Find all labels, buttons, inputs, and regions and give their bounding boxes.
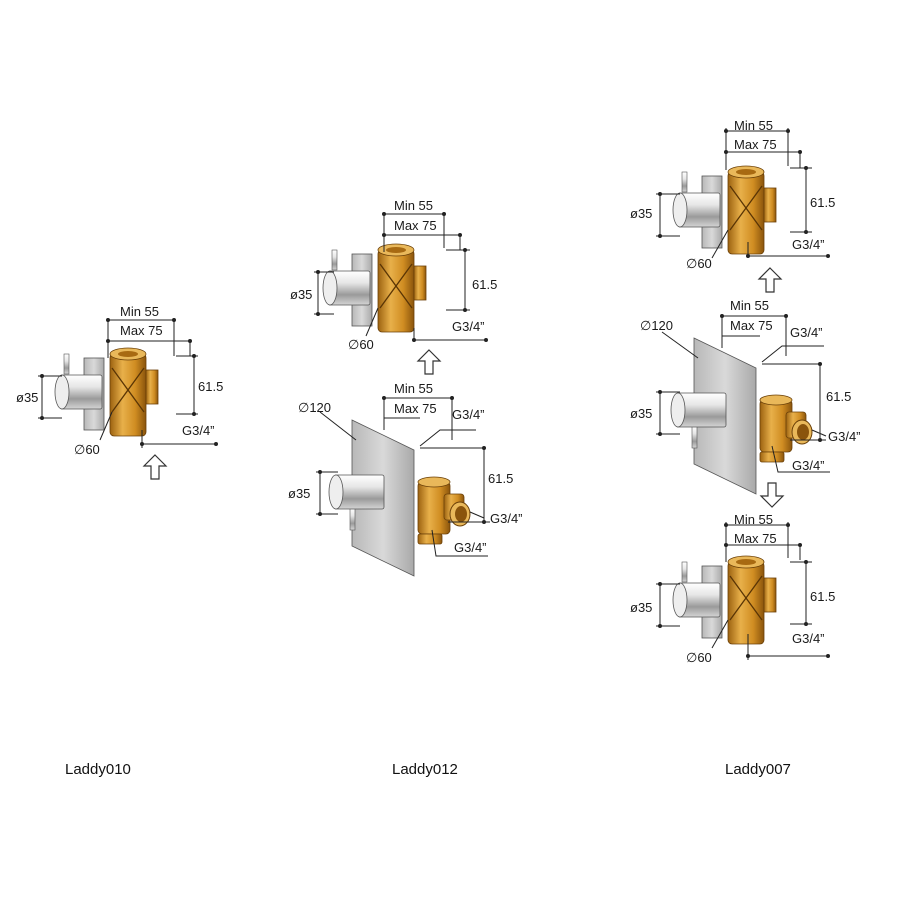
laddy012-bottom-min-label: Min 55 [394, 381, 433, 396]
laddy012-diagram: Min 55 Max 75 61.5 ø35 ∅60 G3/4” Min 55 … [288, 198, 523, 577]
laddy012-top-max-label: Max 75 [394, 218, 437, 233]
laddy010-valve [54, 347, 159, 437]
caption-laddy007: Laddy007 [725, 761, 791, 778]
laddy007-top-min-label: Min 55 [734, 118, 773, 133]
laddy007-bottom-knob-dia-label: ø35 [630, 600, 652, 615]
laddy010-knob-dia-label: ø35 [16, 390, 38, 405]
laddy012-top-min-label: Min 55 [394, 198, 433, 213]
caption-laddy010: Laddy010 [65, 761, 131, 778]
laddy007-top-max-label: Max 75 [734, 137, 777, 152]
laddy007-diagram: Min 55 Max 75 61.5 ø35 ∅60 G3/4” Min 55 … [630, 118, 861, 665]
laddy007-arrow-up [758, 267, 782, 293]
laddy012-bottom-thread-bottom-label: G3/4” [454, 540, 487, 555]
laddy010-thread-label: G3/4” [182, 423, 215, 438]
laddy012-top-thread-label: G3/4” [452, 319, 485, 334]
laddy007-bottom-thread-label: G3/4” [792, 631, 825, 646]
laddy007-bottom-max-label: Max 75 [734, 531, 777, 546]
laddy012-bottom-height-label: 61.5 [488, 471, 513, 486]
laddy007-top-thread-label: G3/4” [792, 237, 825, 252]
laddy007-mid-knob-dia-label: ø35 [630, 406, 652, 421]
laddy012-bottom-knob-dia-label: ø35 [288, 486, 310, 501]
laddy012-top-rosette-label: ∅60 [348, 337, 374, 352]
laddy012-arrow [417, 349, 441, 375]
laddy010-diagram: Min 55 Max 75 61.5 ø35 ∅60 G3/4” [16, 304, 223, 480]
laddy007-valve-bottom [672, 555, 777, 645]
laddy007-top-rosette-label: ∅60 [686, 256, 712, 271]
laddy007-mid-thread-top-label: G3/4” [790, 325, 823, 340]
laddy010-arrow [143, 454, 167, 480]
laddy010-rosette-label: ∅60 [74, 442, 100, 457]
laddy012-bottom-max-label: Max 75 [394, 401, 437, 416]
laddy007-bottom-min-label: Min 55 [734, 512, 773, 527]
laddy007-mid-rosette-label: ∅120 [640, 318, 673, 333]
laddy010-min-label: Min 55 [120, 304, 159, 319]
laddy007-mid-thread-right-label: G3/4” [828, 429, 861, 444]
laddy012-top-height-label: 61.5 [472, 277, 497, 292]
laddy007-bottom-rosette-label: ∅60 [686, 650, 712, 665]
laddy007-valve-top [672, 165, 777, 255]
caption-laddy012: Laddy012 [392, 761, 458, 778]
laddy007-top-height-label: 61.5 [810, 195, 835, 210]
laddy007-bottom-height-label: 61.5 [810, 589, 835, 604]
laddy007-valve-middle [670, 337, 813, 495]
laddy012-top-knob-dia-label: ø35 [290, 287, 312, 302]
laddy010-max-label: Max 75 [120, 323, 163, 338]
laddy012-valve-bottom [328, 419, 471, 577]
laddy012-bottom-thread-right-label: G3/4” [490, 511, 523, 526]
laddy007-mid-min-label: Min 55 [730, 298, 769, 313]
laddy010-height-label: 61.5 [198, 379, 223, 394]
laddy007-top-knob-dia-label: ø35 [630, 206, 652, 221]
laddy007-mid-thread-bottom-label: G3/4” [792, 458, 825, 473]
laddy012-bottom-rosette-label: ∅120 [298, 400, 331, 415]
laddy007-mid-height-label: 61.5 [826, 389, 851, 404]
laddy007-mid-max-label: Max 75 [730, 318, 773, 333]
laddy007-arrow-down [760, 482, 784, 508]
laddy012-bottom-thread-top-label: G3/4” [452, 407, 485, 422]
laddy012-valve-top [322, 243, 427, 333]
